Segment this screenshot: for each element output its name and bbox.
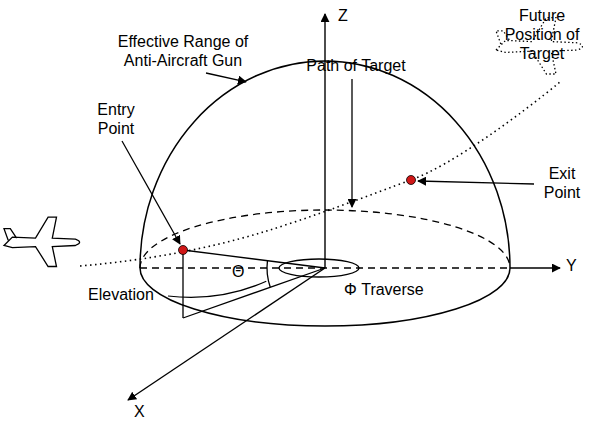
entry-dot — [179, 246, 188, 255]
traverse-ellipse — [279, 259, 359, 277]
callout-label: Effective Range of Anti-Aircraft Gun — [108, 32, 258, 70]
callout-label: Elevation — [88, 285, 178, 304]
exit-dot — [407, 176, 416, 185]
callout-label: Future Position of Target — [489, 6, 595, 63]
y-axis — [510, 267, 560, 268]
range-leader — [206, 73, 246, 82]
path-leader — [351, 79, 352, 207]
callout-label: Entry Point — [90, 100, 142, 138]
elevation-arc — [267, 261, 270, 288]
ground-projection — [183, 268, 325, 318]
angle-label: Φ Traverse — [344, 280, 454, 299]
entry-leader — [122, 141, 180, 244]
exit-leader — [418, 181, 534, 184]
axis-label: X — [134, 402, 154, 421]
target-path — [80, 82, 560, 266]
line-of-sight — [183, 250, 325, 268]
callout-label: Exit Point — [536, 164, 588, 202]
axis-label: Z — [338, 6, 358, 25]
x-axis — [128, 268, 325, 400]
z-axis — [324, 14, 325, 268]
height-line — [182, 250, 183, 318]
elevation-leader — [168, 281, 266, 297]
callout-label: Path of Target — [296, 56, 416, 75]
angle-symbol: Θ — [232, 262, 250, 281]
aircraft-icon — [4, 217, 80, 266]
axis-label: Y — [566, 256, 586, 275]
